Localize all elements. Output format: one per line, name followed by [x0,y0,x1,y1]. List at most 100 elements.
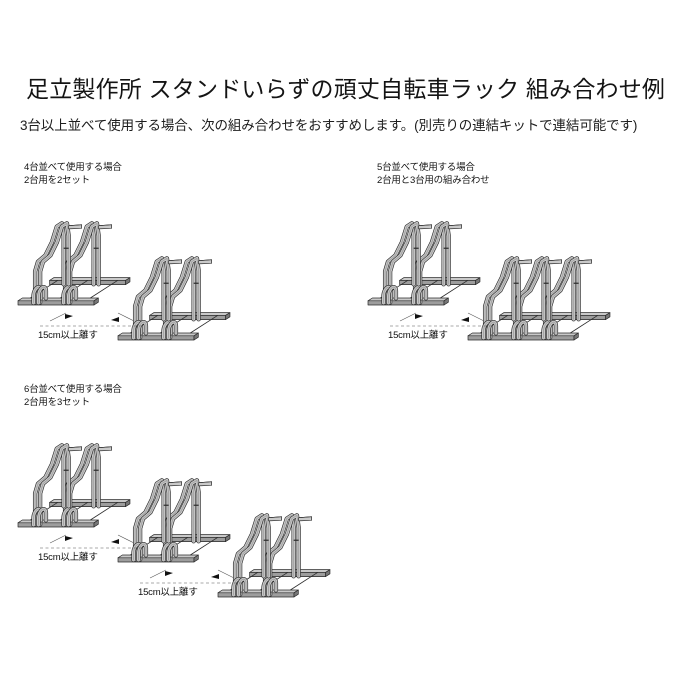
arrowhead-left [65,536,73,541]
wheel-hoop-outer [32,221,66,305]
wheel-hoop-inner [137,256,171,340]
cross-stretcher [440,280,468,299]
arrowhead-right [211,574,219,579]
wheel-hoop-inner [267,513,301,597]
wheel-hoop-outer [262,513,296,597]
hoop-tube [167,478,201,562]
bike-rack-unit-2 [117,478,231,563]
rack-illustration-4: 15cm以上離す [17,221,231,341]
hoop-tube [382,221,416,305]
hoop-tube [517,256,551,340]
front-loop-inner [486,320,499,341]
page-subtitle: 3台以上並べて使用する場合、次の組み合わせをおすすめします。(別売りの連結キット… [20,118,638,133]
bike-rack-unit-2 [117,256,231,341]
hook-plate [168,259,182,265]
hoop-tube [512,256,546,340]
hook-plate [268,516,282,522]
ext-line-left [49,534,67,544]
arrowhead-left [65,314,73,319]
ext-line-right [117,312,135,322]
front-loop-inner [36,285,49,306]
wheel-hoop-outer [412,221,446,305]
front-loop [161,320,179,341]
wheel-hoop [132,256,182,340]
hoop-tube [162,478,196,562]
wheel-hoop [132,478,182,562]
front-loop [231,577,249,598]
hoop-tube [37,443,71,527]
hook-plate [198,259,212,265]
hook-plate [418,224,432,230]
wheel-hoop-outer [512,256,546,340]
arrowhead-right [111,317,119,322]
hoop-tube [417,221,451,305]
front-loop-inner [36,507,49,528]
caption-line-2: 2台用を2セット [24,174,90,186]
hook-plate [68,446,82,452]
hook-plate [548,259,562,265]
wheel-hoop [62,443,112,527]
wheel-hoop-inner [547,256,581,340]
front-loop-inner [416,285,429,306]
wheel-hoop [382,221,432,305]
front-loop-inner [66,507,79,528]
front-loop-inner [166,542,179,563]
hoop-tube [232,513,266,597]
bike-rack-unit-2 [17,443,131,528]
hoop-tube [237,513,271,597]
hoop-tube [412,221,446,305]
hook-plate [518,259,532,265]
wheel-hoop-outer [482,256,516,340]
hoop-tube [37,221,71,305]
front-loop-inner [386,285,399,306]
cross-stretcher [90,502,118,521]
hook-plate [98,224,112,230]
hoop-tube [62,443,96,527]
wheel-hoop-outer [132,256,166,340]
base-rail-front [217,589,299,598]
wheel-hoop [262,513,312,597]
hoop-tube [32,443,66,527]
hoop-tube [62,221,96,305]
front-loop-inner [516,320,529,341]
caption-line-2: 2台用を3セット [24,396,90,408]
hoop-tube [542,256,576,340]
caption-line-1: 6台並べて使用する場合 [24,384,122,395]
arrowhead-right [461,317,469,322]
hook-plate [68,224,82,230]
figure-5-bikes: 5台並べて使用する場合 2台用と3台用の組み合わせ 15cm以上離す [350,150,700,365]
wheel-hoop-inner [417,221,451,305]
front-loop-inner [66,285,79,306]
figure-caption-6: 6台並べて使用する場合 2台用を3セット [24,384,122,409]
wheel-hoop-outer [62,221,96,305]
wheel-hoop-outer [232,513,266,597]
wheel-hoop-inner [67,443,101,527]
wheel-hoop [412,221,462,305]
front-loop [31,285,49,306]
cross-stretcher [570,315,598,334]
bike-rack-unit-2 [367,221,481,306]
hoop-tube [132,478,166,562]
hook-plate [298,516,312,522]
front-loop-inner [136,320,149,341]
bike-rack-unit-3 [467,256,611,341]
front-loop-inner [236,577,249,598]
hoop-tube [137,478,171,562]
cross-stretcher [190,537,218,556]
ext-line-left [399,312,417,322]
hook-plate [198,481,212,487]
hook-plate [578,259,592,265]
cross-stretcher [290,572,318,591]
dimension-label: 15cm以上離す [388,329,448,341]
hoop-tube [67,443,101,527]
base-rail-front [367,297,449,306]
base-rail-front [117,554,199,563]
front-loop [261,577,279,598]
caption-line-1: 5台並べて使用する場合 [377,162,475,173]
rack-group [17,221,231,341]
hoop-tube [32,221,66,305]
hoop-tube [132,256,166,340]
